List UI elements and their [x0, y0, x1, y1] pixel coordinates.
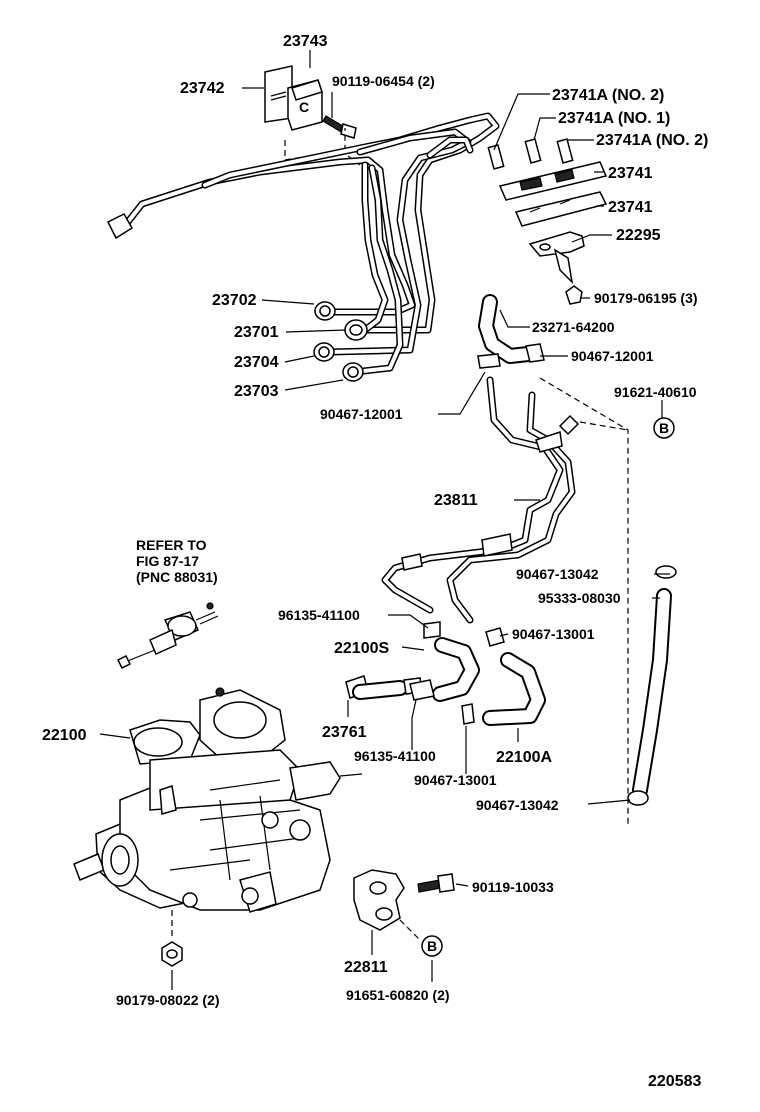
label-22100: 22100: [42, 727, 87, 744]
union-nuts: [313, 301, 368, 382]
label-22295: 22295: [616, 227, 661, 244]
hose-22100A: [461, 627, 546, 726]
cushions-23741A: [487, 138, 574, 170]
label-23742: 23742: [180, 80, 225, 97]
label-23704: 23704: [234, 354, 279, 371]
label-23702: 23702: [212, 292, 257, 309]
label-23741-b: 23741: [608, 199, 653, 216]
bolt-90119-06454: [322, 115, 357, 139]
bolt-90119-10033: [417, 873, 455, 893]
label-23761: 23761: [322, 724, 367, 741]
label-23743: 23743: [283, 33, 328, 50]
label-90179-08022: 90179-08022 (2): [116, 992, 220, 1008]
bracket-22295: [528, 231, 585, 285]
bracket-22811: [353, 869, 405, 931]
injection-pipes-23701-23704: [106, 112, 500, 376]
label-91621-40610: 91621-40610: [614, 384, 697, 400]
label-90119-10033: 90119-10033: [472, 879, 554, 895]
label-23741A-no2-b: 23741A (NO. 2): [596, 132, 708, 149]
leader-lines: [99, 50, 670, 990]
injection-pump-22100: [73, 687, 363, 913]
label-96135-41100-a: 96135-41100: [278, 607, 360, 623]
label-22811: 22811: [344, 959, 388, 976]
label-23741A-no2-a: 23741A (NO. 2): [552, 87, 664, 104]
label-90467-13042-a: 90467-13042: [516, 566, 599, 582]
nut-90179-08022: [161, 941, 183, 967]
refer-line-1: REFER TO: [136, 537, 207, 553]
svg-text:C: C: [299, 99, 309, 115]
label-91651-60820: 91651-60820 (2): [346, 987, 450, 1003]
fuel-pipe-23811: [381, 376, 580, 624]
marker-b-bottom-text: B: [427, 938, 437, 954]
marker-b-top: B: [653, 417, 675, 439]
label-90467-12001-a: 90467-12001: [571, 348, 654, 364]
label-23741-a: 23741: [608, 165, 653, 182]
label-95333-08030: 95333-08030: [538, 590, 621, 606]
label-90467-12001-b: 90467-12001: [320, 406, 403, 422]
label-23811: 23811: [434, 492, 478, 509]
label-23703: 23703: [234, 383, 279, 400]
marker-b-bottom: B: [421, 935, 443, 957]
nut-90179-06195: [565, 285, 583, 305]
figure-id: 220583: [648, 1073, 701, 1090]
label-23701: 23701: [234, 324, 279, 341]
label-96135-41100-b: 96135-41100: [354, 748, 436, 764]
label-90467-13001-b: 90467-13001: [414, 772, 497, 788]
marker-b-top-text: B: [659, 420, 669, 436]
label-90467-13042-b: 90467-13042: [476, 797, 559, 813]
hose-95333-08030: [627, 565, 677, 806]
hose-22100S: [423, 621, 480, 702]
label-23271-64200: 23271-64200: [532, 319, 615, 335]
label-90467-13001-a: 90467-13001: [512, 626, 595, 642]
hose-23271-64200: [477, 294, 545, 369]
label-23741A-no1: 23741A (NO. 1): [558, 110, 670, 127]
primer-pump-illustration: [116, 602, 219, 670]
refer-line-2: FIG 87-17: [136, 553, 199, 569]
label-90179-06195: 90179-06195 (3): [594, 290, 698, 306]
refer-line-3: (PNC 88031): [136, 569, 218, 585]
clamp-23741-lower: [514, 191, 608, 227]
label-22100S: 22100S: [334, 640, 389, 657]
clamp-23741-upper: [498, 161, 608, 201]
clamp-23742-illustration: C: [264, 65, 323, 131]
label-90119-06454: 90119-06454 (2): [332, 73, 435, 89]
label-22100A: 22100A: [496, 749, 552, 766]
fitting-23761: [345, 675, 435, 701]
